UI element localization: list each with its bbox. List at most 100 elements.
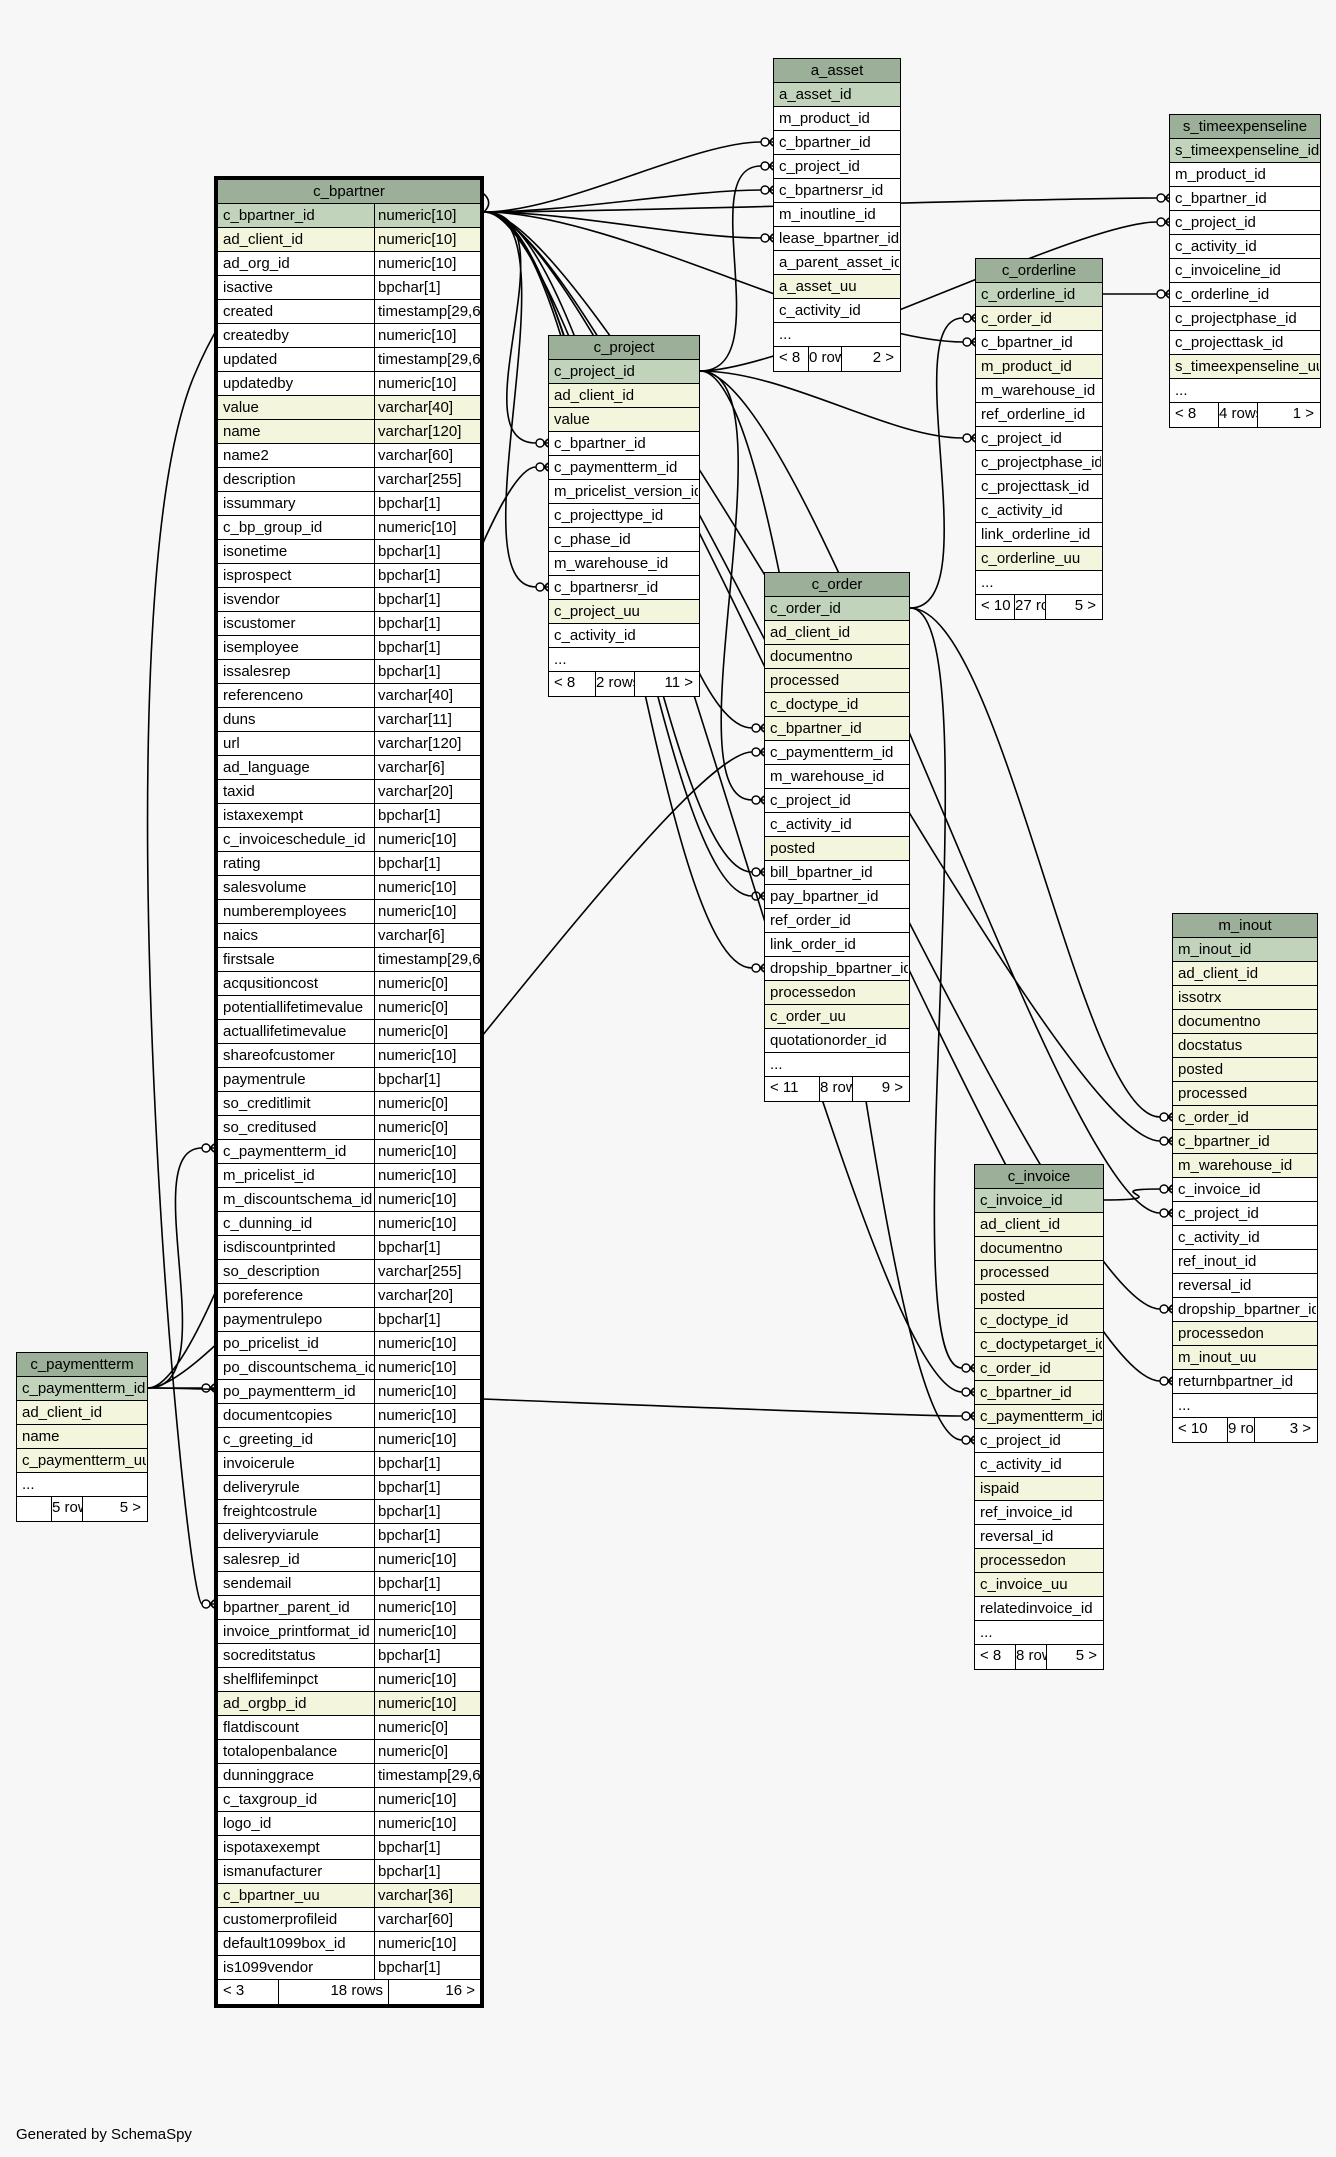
column-name: po_paymentterm_id	[223, 1383, 356, 1400]
optional-marker	[201, 1599, 211, 1609]
parents-count: < 8	[779, 349, 801, 366]
column-row: so_creditlimit numeric[0]	[218, 1092, 480, 1116]
column-name: c_project_id	[981, 430, 1062, 447]
column-name: so_creditlimit	[223, 1095, 311, 1112]
column-type: bpchar[1]	[374, 804, 480, 827]
optional-marker	[751, 747, 761, 757]
column-type: numeric[10]	[374, 516, 480, 539]
column-name: c_bpartner_id	[1178, 1133, 1270, 1150]
column-name: quotationorder_id	[770, 1032, 887, 1049]
column-name: invoicerule	[223, 1455, 295, 1472]
column-type: numeric[10]	[374, 372, 480, 395]
column-name: ...	[779, 326, 792, 343]
column-row: ref_orderline_id	[976, 403, 1102, 427]
column-name: documentno	[1178, 1013, 1261, 1030]
column-name: isonetime	[223, 543, 288, 560]
column-name: c_order_id	[770, 600, 841, 617]
column-name: dropship_bpartner_id	[770, 960, 908, 977]
column-name: ad_org_id	[223, 255, 290, 272]
optional-marker	[1159, 1184, 1169, 1194]
column-type: bpchar[1]	[374, 540, 480, 563]
column-name: c_activity_id	[779, 302, 861, 319]
column-type: numeric[10]	[374, 1932, 480, 1955]
column-name: so_description	[223, 1263, 320, 1280]
column-name: freightcostrule	[223, 1503, 318, 1520]
column-name: c_project_id	[1175, 214, 1256, 231]
column-row: c_activity_id	[1173, 1226, 1317, 1250]
children-count: 5 >	[1046, 1645, 1102, 1669]
column-type: bpchar[1]	[374, 492, 480, 515]
relationship-line	[909, 317, 964, 609]
optional-marker	[760, 161, 770, 171]
column-name: returnbpartner_id	[1178, 1373, 1294, 1390]
column-type: numeric[0]	[374, 1092, 480, 1115]
column-name: c_invoice_uu	[980, 1576, 1068, 1593]
column-row: a_parent_asset_id	[774, 251, 900, 275]
column-type: bpchar[1]	[374, 1644, 480, 1667]
column-name: a_parent_asset_id	[779, 254, 899, 271]
parents-count: < 10	[981, 597, 1011, 614]
column-row: reversal_id	[1173, 1274, 1317, 1298]
column-name: s_timeexpenseline_id	[1175, 142, 1319, 159]
column-name: posted	[1178, 1061, 1224, 1078]
column-type: numeric[10]	[374, 1620, 480, 1643]
column-name: ...	[770, 1056, 783, 1073]
column-name: ...	[981, 574, 994, 591]
column-row: ...	[1170, 379, 1320, 403]
column-type: varchar[20]	[374, 780, 480, 803]
column-type: numeric[10]	[374, 228, 480, 251]
row-count: 0 rows	[808, 347, 841, 371]
column-name: c_paymentterm_id	[554, 459, 678, 476]
column-name: is1099vendor	[223, 1959, 314, 1976]
column-name: issotrx	[1178, 989, 1222, 1006]
column-name: c_bpartner_id	[779, 134, 871, 151]
column-name: c_activity_id	[981, 502, 1063, 519]
column-name: acqusitioncost	[223, 975, 319, 992]
column-row: link_order_id	[765, 933, 909, 957]
parents-count	[17, 1497, 51, 1521]
column-name: ad_client_id	[1178, 965, 1259, 982]
column-name: url	[223, 735, 240, 752]
column-row: m_warehouse_id	[549, 552, 699, 576]
table-title: c_paymentterm	[17, 1353, 147, 1377]
column-row: documentno	[765, 645, 909, 669]
column-row: ...	[765, 1053, 909, 1077]
children-count: 16 >	[388, 1980, 480, 2004]
column-name: m_product_id	[779, 110, 870, 127]
column-name: po_pricelist_id	[223, 1335, 319, 1352]
column-row: c_project_uu	[549, 600, 699, 624]
column-row: c_paymentterm_id	[17, 1377, 147, 1401]
column-row: m_inoutline_id	[774, 203, 900, 227]
column-type: numeric[10]	[374, 1164, 480, 1187]
column-type: numeric[0]	[374, 1116, 480, 1139]
column-name: ad_language	[223, 759, 310, 776]
column-name: m_warehouse_id	[554, 555, 669, 572]
column-row: processed	[975, 1261, 1103, 1285]
column-row: c_bpartner_id	[976, 331, 1102, 355]
column-name: c_orderline_id	[1175, 286, 1270, 303]
column-row: ...	[774, 323, 900, 347]
column-name: link_order_id	[770, 936, 856, 953]
column-row: c_project_id	[1170, 211, 1320, 235]
relationship-line	[699, 370, 964, 439]
column-name: c_bpartner_uu	[223, 1887, 320, 1904]
optional-marker	[961, 1387, 971, 1397]
column-row: ad_client_id	[1173, 962, 1317, 986]
column-type: numeric[10]	[374, 1140, 480, 1163]
row-count: 18 rows	[278, 1980, 388, 2004]
column-name: deliveryviarule	[223, 1527, 319, 1544]
column-name: firstsale	[223, 951, 275, 968]
column-row: quotationorder_id	[765, 1029, 909, 1053]
column-name: docstatus	[1178, 1037, 1243, 1054]
column-name: processed	[1178, 1085, 1248, 1102]
